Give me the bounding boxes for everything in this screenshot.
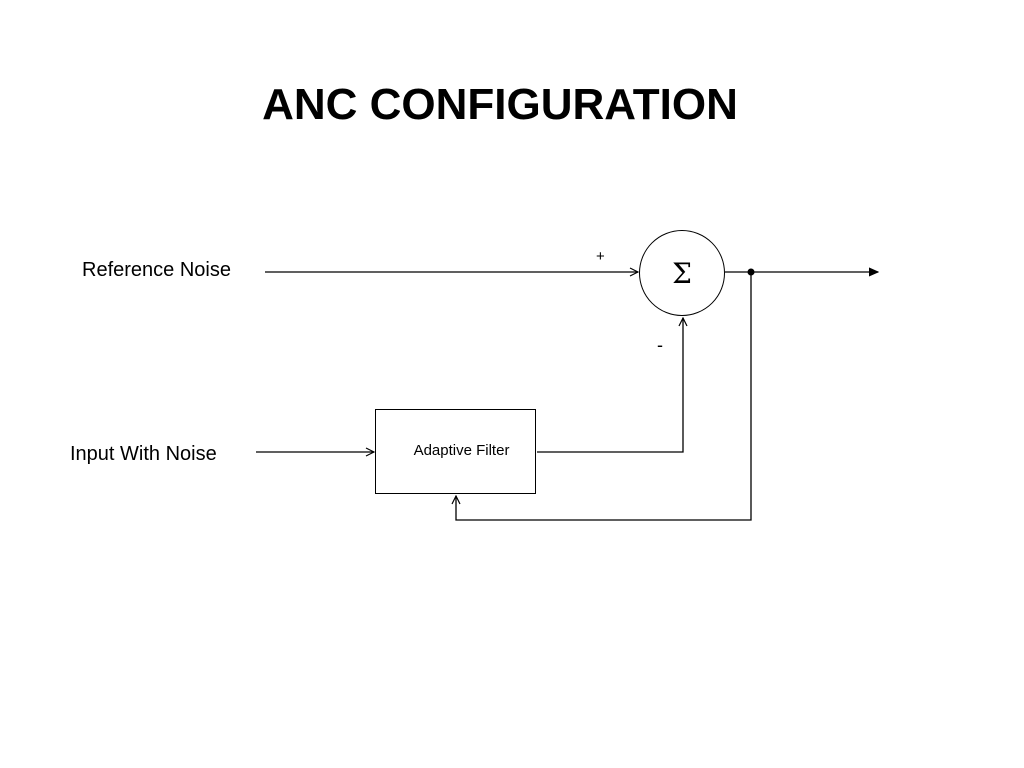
adaptive-filter-box: Adaptive Filter — [375, 409, 536, 494]
page-title: ANC CONFIGURATION — [262, 80, 738, 129]
feedback-wire — [456, 272, 752, 521]
filter-output-wire — [537, 318, 683, 453]
input-with-noise-label: Input With Noise — [70, 443, 217, 465]
sigma-symbol: Σ — [672, 257, 692, 290]
plus-sign: + — [596, 248, 605, 265]
adaptive-filter-label: Adaptive Filter — [413, 442, 510, 459]
minus-sign: - — [657, 335, 663, 355]
summing-junction: Σ — [639, 230, 725, 316]
reference-noise-label: Reference Noise — [82, 259, 231, 281]
